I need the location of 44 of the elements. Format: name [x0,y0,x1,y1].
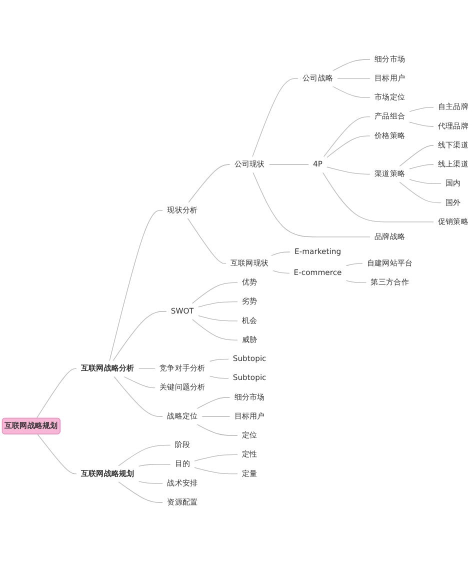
connector [194,467,238,474]
connector [196,397,230,409]
connector [270,252,290,256]
connector [118,444,171,466]
connector [109,210,164,362]
connector [326,166,370,174]
connector [138,481,164,484]
connector [409,179,442,184]
connector [118,481,164,503]
connector [37,434,77,474]
connector [112,311,167,362]
connector [337,78,370,79]
connector [192,282,238,304]
connector [194,454,238,462]
connector [209,376,229,379]
connector [187,218,226,264]
connector [399,182,442,204]
connector [409,164,434,170]
connector [332,86,370,98]
connector [346,280,367,284]
connector [202,416,230,417]
connector [196,424,238,436]
connector [326,136,370,158]
connector [272,270,290,274]
connector [399,145,434,167]
connector [188,164,230,203]
connector [114,376,164,417]
connector [138,368,156,370]
connector [252,78,298,158]
connector [192,318,238,340]
connector [124,376,156,388]
connector [409,106,434,112]
connector [198,315,238,322]
connector [198,302,238,308]
connector [332,59,370,72]
connector [36,368,77,419]
connector [322,172,434,222]
connector [268,164,309,165]
connector [138,464,171,467]
connector [409,122,434,127]
connector [252,172,370,238]
connector [209,358,229,362]
connector [346,263,363,266]
connector [324,116,370,158]
